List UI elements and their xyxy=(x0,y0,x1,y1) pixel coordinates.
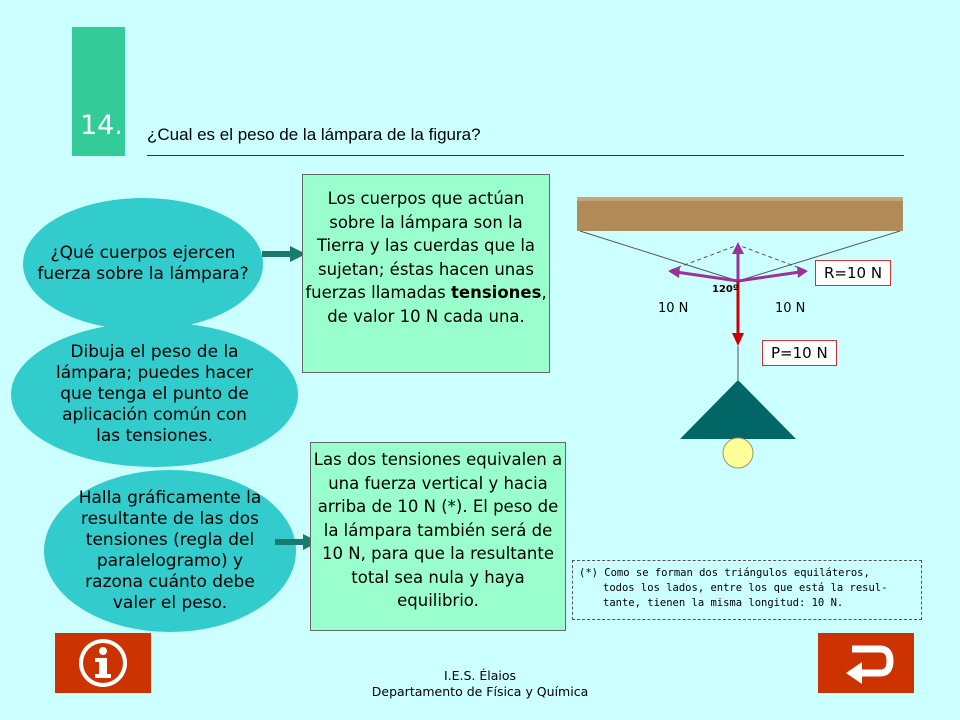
lamp-figure: 10 N 10 N 120º xyxy=(577,197,903,469)
box-text: , de valor 10 N cada una. xyxy=(327,283,547,326)
light-bulb-icon xyxy=(722,437,754,469)
oval-line: tensiones (regla del xyxy=(85,530,255,550)
arrow-right-icon xyxy=(262,246,306,262)
oval-line: Dibuja el peso de la xyxy=(70,342,239,362)
oval-line: que tenga el punto de xyxy=(60,384,249,404)
box-bold-term: tensiones xyxy=(451,283,542,302)
answer-box-resultant: Las dos tensiones equivalen a una fuerza… xyxy=(310,442,566,631)
question-number: 14. xyxy=(80,110,123,141)
answer-box-forces: Los cuerpos que actúan sobre la lámpara … xyxy=(302,174,550,373)
oval-line: aplicación común con xyxy=(62,405,247,425)
note-line: (*) Como se forman dos triángulos equilá… xyxy=(579,567,870,579)
oval-line: paralelogramo) y xyxy=(96,551,244,571)
left-tension-label: 10 N xyxy=(658,301,688,316)
back-button[interactable] xyxy=(818,633,914,693)
oval-line: ¿Qué cuerpos ejercen xyxy=(50,243,236,263)
left-tension-vector xyxy=(675,270,739,283)
info-button[interactable] xyxy=(55,633,151,693)
resultant-label: R=10 N xyxy=(815,260,892,286)
oval-line: las tensiones. xyxy=(96,426,213,446)
title-divider xyxy=(147,155,904,156)
oval-line: fuerza sobre la lámpara? xyxy=(37,264,249,284)
oval-line: lámpara; puedes hacer xyxy=(56,363,253,383)
note-line: todos los lados, entre los que está la r… xyxy=(603,582,888,594)
weight-label: P=10 N xyxy=(762,340,837,366)
ceiling-beam xyxy=(577,197,903,231)
footer: I.E.S. Élaios Departamento de Física y Q… xyxy=(300,668,660,700)
info-icon xyxy=(79,639,127,687)
oval-line: razona cuánto debe xyxy=(85,572,255,592)
lamp-shade xyxy=(680,380,796,439)
oval-line: valer el peso. xyxy=(112,593,228,613)
oval-line: resultante de las dos xyxy=(81,509,259,529)
oval-question-forces[interactable]: ¿Qué cuerpos ejercen fuerza sobre la lám… xyxy=(23,198,263,330)
footnote-box: (*) Como se forman dos triángulos equilá… xyxy=(572,560,922,620)
number-block xyxy=(72,27,125,156)
return-arrow-icon xyxy=(846,645,894,684)
oval-draw-weight[interactable]: Dibuja el peso de la lámpara; puedes hac… xyxy=(11,322,298,467)
right-cord xyxy=(737,230,901,282)
box-text: Los cuerpos que actúan sobre la lámpara … xyxy=(305,189,536,302)
box-text: Las dos tensiones equivalen a una fuerza… xyxy=(313,450,563,610)
angle-label: 120º xyxy=(712,284,739,295)
left-cord xyxy=(579,230,739,282)
oval-line: Halla gráficamente la xyxy=(78,488,262,508)
oval-find-resultant[interactable]: Halla gráficamente la resultante de las … xyxy=(44,470,296,632)
question-title: ¿Cual es el peso de la lámpara de la fig… xyxy=(147,125,481,144)
department-name: Departamento de Física y Química xyxy=(371,684,589,699)
right-tension-label: 10 N xyxy=(775,301,805,316)
school-name: I.E.S. Élaios xyxy=(443,668,517,683)
right-tension-vector xyxy=(737,270,801,283)
note-line: tante, tienen la misma longitud: 10 N. xyxy=(603,597,844,609)
